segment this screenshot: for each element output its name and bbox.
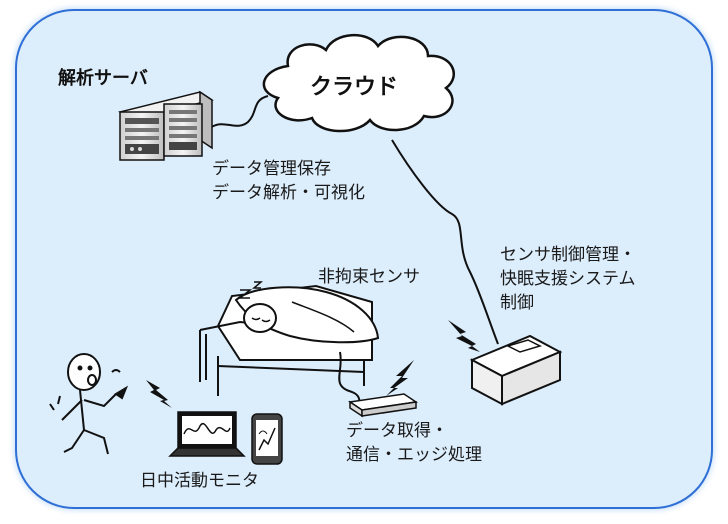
server-label: 解析サーバ [58,67,148,89]
active-person-icon [49,353,129,455]
server-cloud-link [209,95,269,129]
controller-box-icon [469,334,563,406]
server-desc-line-1: データ管理保存 [212,158,331,179]
server-desc-line-2: データ解析・可視化 [212,182,365,203]
edge-line-2: 通信・エッジ処理 [346,445,482,465]
cloud-controller-link [391,139,499,345]
controller-line-1: センサ制御管理・ [500,245,636,265]
controller-line-2: 快眠支援システム [500,269,636,289]
cloud-label: クラウド [310,75,398,100]
wireless-signal-icon [146,320,480,408]
edge-device-icon [347,393,419,418]
laptop-icon [168,411,246,457]
edge-line-1: データ取得・ [346,420,448,441]
smartphone-icon [251,413,283,465]
sleeping-person-icon [199,281,380,396]
sensor-label: 非拘束センサ [318,267,420,287]
server-icon [118,90,214,161]
controller-line-3: 制御 [500,293,534,313]
cloud-icon [262,33,456,133]
monitor-label: 日中活動モニタ [140,471,259,491]
